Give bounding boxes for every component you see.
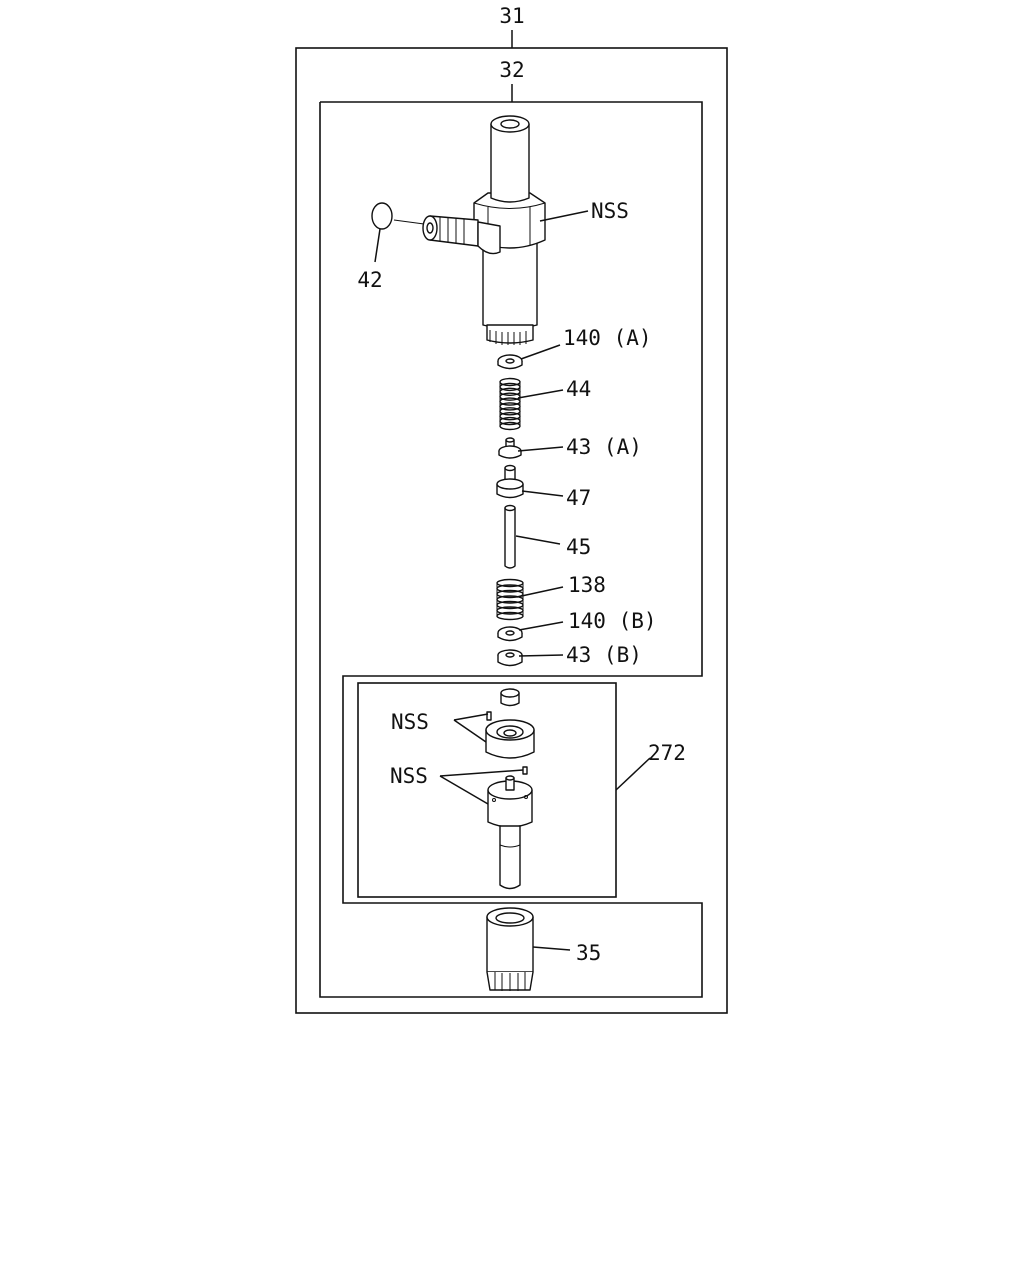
dowel-pin-lower bbox=[522, 766, 528, 775]
spring-138-leader bbox=[516, 586, 564, 598]
label-assembly-32: 32 bbox=[499, 58, 524, 82]
nss-pins-upper-leader-a bbox=[453, 713, 489, 721]
nss-pins-lower-leader-b bbox=[439, 775, 489, 805]
spring-44-leader bbox=[517, 389, 564, 399]
seat-43a bbox=[498, 437, 522, 459]
nss-pins-upper-leader-b bbox=[453, 719, 487, 743]
label-spring-138: 138 bbox=[568, 573, 606, 597]
label-nss-body: NSS bbox=[591, 199, 629, 223]
dowel-pin-upper bbox=[486, 711, 492, 721]
washer-140a-leader bbox=[520, 344, 561, 360]
o-ring-42 bbox=[371, 202, 393, 230]
o-ring-guide-line bbox=[393, 219, 425, 225]
seat-43b-leader bbox=[518, 654, 564, 657]
injector-holder-body bbox=[422, 115, 546, 345]
label-seat-43a: 43 (A) bbox=[566, 435, 642, 459]
label-spring-44: 44 bbox=[566, 377, 591, 401]
retaining-nut-35-leader bbox=[532, 946, 571, 951]
nozzle-spacer bbox=[500, 688, 520, 707]
label-washer-140b: 140 (B) bbox=[568, 609, 657, 633]
retaining-nut-35 bbox=[486, 907, 534, 991]
washer-140b bbox=[497, 626, 523, 642]
label-o-ring-42: 42 bbox=[357, 268, 382, 292]
nozzle-272-leader bbox=[615, 757, 651, 791]
seat-43a-leader bbox=[517, 446, 564, 452]
nozzle-body bbox=[487, 775, 533, 890]
o-ring-42-leader bbox=[374, 228, 381, 263]
label-spindle-47: 47 bbox=[566, 486, 591, 510]
label-nss-pins-upper: NSS bbox=[391, 710, 429, 734]
spindle-47-leader bbox=[521, 490, 564, 497]
seat-43b bbox=[497, 649, 523, 667]
label-seat-43b: 43 (B) bbox=[566, 643, 642, 667]
spindle-47 bbox=[496, 464, 524, 499]
label-assembly-31: 31 bbox=[499, 4, 524, 28]
label-retaining-nut-35: 35 bbox=[576, 941, 601, 965]
intermediate-plate bbox=[485, 719, 535, 759]
spring-44 bbox=[499, 377, 521, 431]
label-washer-140a: 140 (A) bbox=[563, 326, 652, 350]
washer-140b-leader bbox=[518, 621, 564, 631]
label-nozzle-272: 272 bbox=[648, 741, 686, 765]
spring-138 bbox=[496, 578, 524, 621]
washer-140a bbox=[497, 354, 523, 370]
push-rod-45 bbox=[504, 504, 516, 569]
assembly-32-frame bbox=[319, 101, 703, 998]
nss-body-leader bbox=[539, 210, 589, 222]
nss-pins-lower-leader-a bbox=[439, 769, 524, 777]
assembly-31-frame bbox=[295, 47, 728, 1014]
label-nss-pins-lower: NSS bbox=[390, 764, 428, 788]
label-push-rod-45: 45 bbox=[566, 535, 591, 559]
push-rod-45-leader bbox=[515, 535, 561, 545]
